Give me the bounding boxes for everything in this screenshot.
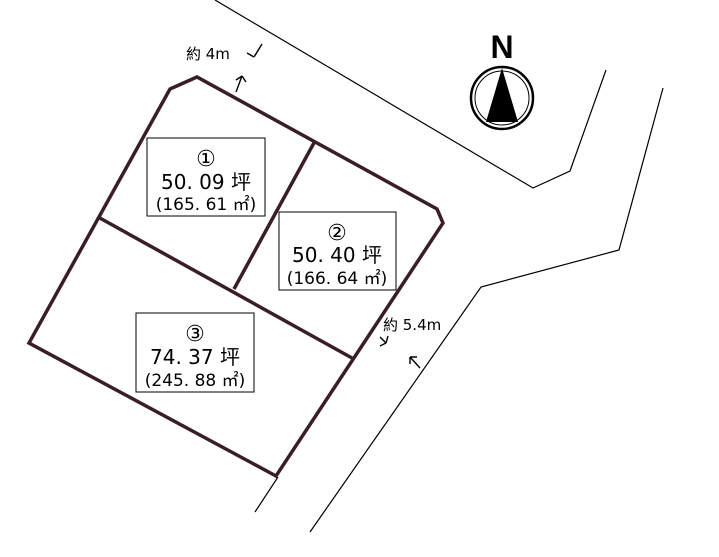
lot-divider-1-3 bbox=[97, 215, 353, 360]
road-lines bbox=[214, 0, 664, 533]
lot-area-tsubo: 50. 40 坪 bbox=[292, 243, 382, 267]
lot-number: ③ bbox=[185, 322, 205, 347]
south-road-edge bbox=[254, 476, 279, 513]
lot-area-sqm: (165. 61 ㎡) bbox=[156, 195, 257, 215]
lot-number: ② bbox=[327, 221, 347, 246]
lot-boundaries bbox=[26, 75, 445, 479]
east-road-edge bbox=[309, 87, 664, 533]
lot-label-1[interactable]: ① 50. 09 坪 (165. 61 ㎡) bbox=[146, 137, 266, 217]
lot-number: ① bbox=[196, 147, 216, 172]
road-width-arrow-north-top bbox=[246, 43, 263, 58]
road-width-label-north: 約 4m bbox=[186, 45, 230, 63]
site-outline bbox=[26, 75, 445, 479]
lot-label-3[interactable]: ③ 74. 37 坪 (245. 88 ㎡) bbox=[135, 312, 255, 393]
lot-label-box bbox=[135, 312, 255, 393]
road-width-arrow-north-bottom bbox=[235, 75, 247, 93]
north-road-edge bbox=[214, 0, 607, 189]
road-width-label-east: 約 5.4m bbox=[383, 316, 441, 334]
compass-arrow bbox=[486, 68, 518, 122]
north-letter: N bbox=[490, 29, 513, 65]
lot-label-box bbox=[278, 211, 397, 291]
lot-area-tsubo: 50. 09 坪 bbox=[161, 170, 251, 194]
dimension-arrows bbox=[235, 43, 421, 369]
lot-area-tsubo: 74. 37 坪 bbox=[150, 345, 240, 369]
lot-divider-1-2 bbox=[232, 140, 317, 290]
road-width-arrow-east-bottom bbox=[409, 356, 421, 369]
lot-label-2[interactable]: ② 50. 40 坪 (166. 64 ㎡) bbox=[278, 211, 397, 291]
north-arrow-icon bbox=[469, 65, 535, 131]
lot-area-sqm: (166. 64 ㎡) bbox=[287, 269, 388, 289]
road-width-arrow-east-top bbox=[379, 335, 389, 347]
lot-label-box bbox=[146, 137, 266, 217]
lot-area-sqm: (245. 88 ㎡) bbox=[145, 371, 246, 391]
north-compass: N bbox=[469, 29, 535, 131]
